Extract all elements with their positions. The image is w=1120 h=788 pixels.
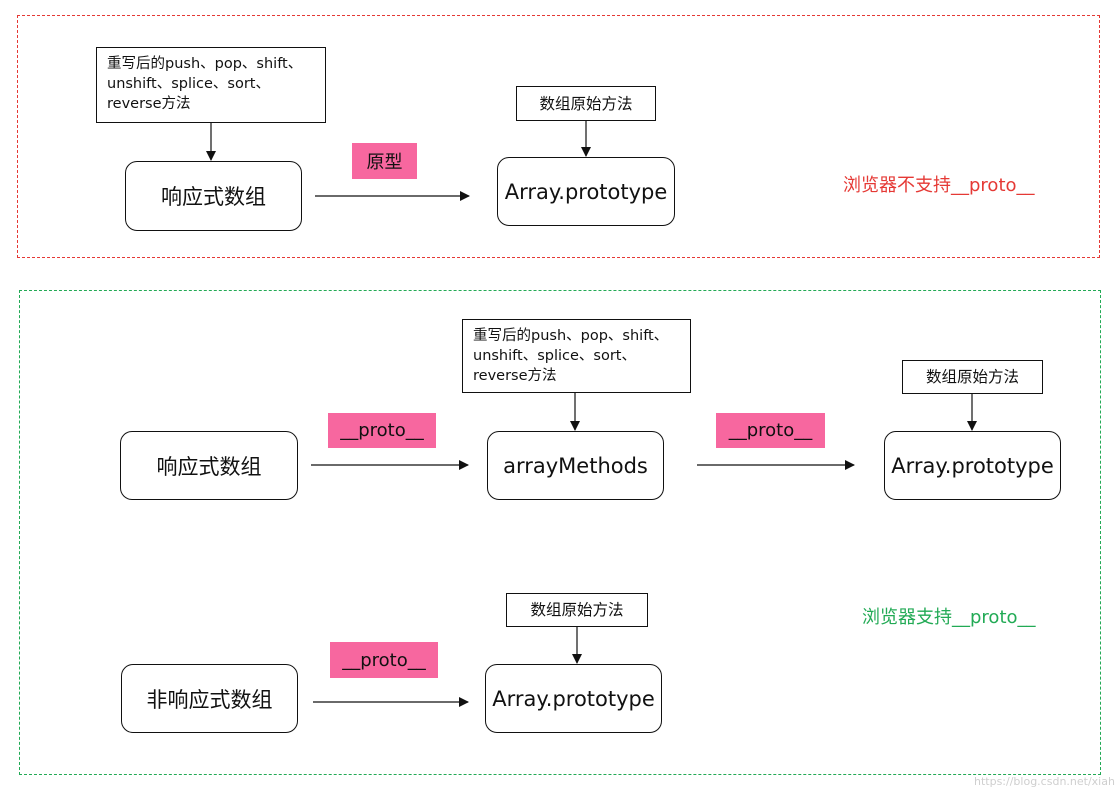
override-methods-note-bottom: 重写后的push、pop、shift、 unshift、splice、sort、… xyxy=(462,319,691,393)
watermark: https://blog.csdn.net/xiah xyxy=(974,775,1115,788)
original-methods-note-top: 数组原始方法 xyxy=(516,86,656,121)
original-methods-note-bottom: 数组原始方法 xyxy=(506,593,648,627)
array-prototype-node-top: Array.prototype xyxy=(497,157,675,226)
note-line: unshift、splice、sort、 xyxy=(107,76,270,92)
original-methods-note-right: 数组原始方法 xyxy=(902,360,1043,394)
proto-link-tag-1: __proto__ xyxy=(328,413,436,448)
override-methods-note-top: 重写后的push、pop、shift、 unshift、splice、sort、… xyxy=(96,47,326,123)
region-proto-support xyxy=(19,290,1101,775)
array-prototype-node-right: Array.prototype xyxy=(884,431,1061,500)
region-no-proto-support xyxy=(17,15,1100,258)
reactive-array-node-bottom: 响应式数组 xyxy=(120,431,298,500)
proto-link-tag-3: __proto__ xyxy=(330,642,438,678)
note-line: 重写后的push、pop、shift、 xyxy=(107,56,303,72)
note-line: 重写后的push、pop、shift、 xyxy=(473,328,669,344)
proto-link-tag-2: __proto__ xyxy=(716,413,825,448)
non-reactive-array-node: 非响应式数组 xyxy=(121,664,298,733)
no-proto-support-label: 浏览器不支持__proto__ xyxy=(843,175,1035,196)
array-prototype-node-bottom: Array.prototype xyxy=(485,664,662,733)
note-line: reverse方法 xyxy=(107,96,191,112)
array-methods-node: arrayMethods xyxy=(487,431,664,500)
prototype-link-tag: 原型 xyxy=(352,143,417,179)
reactive-array-node-top: 响应式数组 xyxy=(125,161,302,231)
note-line: reverse方法 xyxy=(473,368,557,384)
note-line: unshift、splice、sort、 xyxy=(473,348,636,364)
proto-support-label: 浏览器支持__proto__ xyxy=(862,607,1036,628)
